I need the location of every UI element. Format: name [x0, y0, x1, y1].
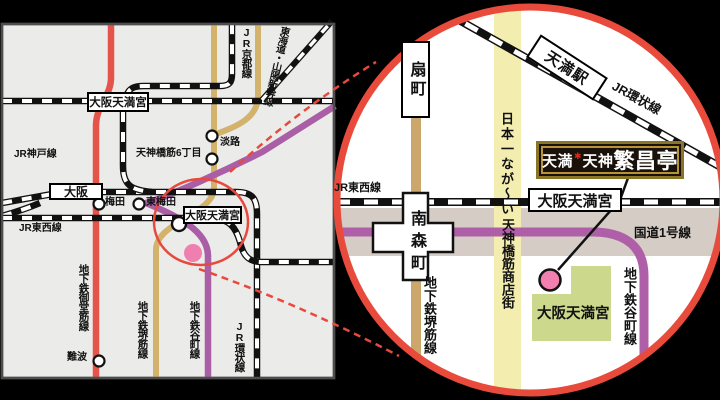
- station-label-awaji: 淡路: [220, 137, 240, 148]
- jr-kyoto-line: [122, 24, 236, 99]
- hanjotei-banner: 天満 ✱ 天神 繁昌亭: [536, 141, 684, 179]
- zoom-connector-upper: [229, 60, 377, 173]
- hankyu-kyoto-line-path: [215, 24, 261, 137]
- banner-text-main: 繁昌亭: [613, 150, 679, 173]
- place-label-shotengai: 天神橋筋商店街: [500, 218, 515, 309]
- station-dot-umeda: [92, 197, 106, 211]
- station-label: 大阪天満宮: [89, 97, 147, 109]
- line-label-tanimachi-detail: 地下鉄谷町線: [622, 267, 637, 345]
- banner-text-left: 天満: [541, 152, 573, 170]
- road-label-route1: 国道1号線: [634, 226, 691, 240]
- station-box-ogimachi: 扇町: [401, 41, 430, 118]
- banner-flower-icon: ✱: [573, 150, 582, 161]
- line-label-tanimachi: 地下鉄谷町線: [188, 301, 201, 358]
- station-label-namba: 難波: [67, 352, 87, 363]
- shrine-marker-overview: [184, 244, 202, 262]
- station-box-osaka: 大阪: [49, 183, 103, 200]
- tanimachi-line-path: [135, 103, 337, 378]
- place-label-nihonichi: 日本一なが〜い: [499, 112, 514, 217]
- station-dot-namba: [92, 354, 106, 368]
- line-label-sakaisuji-detail: 地下鉄堺筋線: [422, 276, 437, 354]
- station-box-osaka-temmangu-north: 大阪天満宮: [87, 92, 149, 112]
- line-label-jr-kyoto: JR京都線: [240, 27, 253, 78]
- station-label-umeda: 梅田: [105, 197, 125, 208]
- station-label-tenjimbashisuji6: 天神橋筋6丁目: [136, 148, 202, 159]
- line-label-midosuji: 地下鉄御堂筋線: [77, 264, 90, 331]
- station-dot-tenjimbashisuji6: [205, 152, 219, 166]
- shinkansen-line: [259, 19, 335, 102]
- station-box-osaka-temmangu: 大阪天満宮: [183, 206, 242, 224]
- station-box-osaka-temmangu-detail: 大阪天満宮: [528, 188, 622, 212]
- shrine-grounds: [532, 266, 611, 341]
- station-dot-osaka-temmangu: [170, 215, 188, 233]
- minami-morimachi-station-shape: [371, 191, 455, 282]
- station-dot-higashi-umeda: [132, 197, 146, 211]
- station-label-higashi-umeda: 東梅田: [146, 197, 176, 208]
- station-label: 大阪天満宮: [537, 192, 613, 210]
- station-label: 大阪天満宮: [185, 210, 240, 222]
- magnifier-ring: [333, 3, 720, 397]
- line-label-sakaisuji: 地下鉄堺筋線: [136, 301, 149, 358]
- station-label: 大阪: [63, 185, 88, 199]
- line-label-jr-tozai-detail: JR東西線: [334, 182, 382, 194]
- place-label-shrine: 大阪天満宮: [537, 306, 610, 322]
- highlight-circle: [152, 177, 250, 267]
- line-label-jr-kobe: JR神戸線: [14, 149, 57, 160]
- line-label-jr-loop: JR環状線: [233, 321, 246, 372]
- jr-branch-line: [119, 112, 153, 196]
- banner-text-right: 天神: [582, 152, 614, 170]
- tanimachi-line-detail: [340, 227, 649, 390]
- station-dot-awaji: [205, 129, 219, 143]
- line-label-jr-tozai: JR東西線: [19, 223, 62, 234]
- zoom-connector-lower: [198, 267, 400, 358]
- station-label: 扇町: [407, 60, 425, 99]
- station-label-minami-morimachi: 南森町: [408, 210, 425, 276]
- shrine-marker-detail: [538, 268, 562, 292]
